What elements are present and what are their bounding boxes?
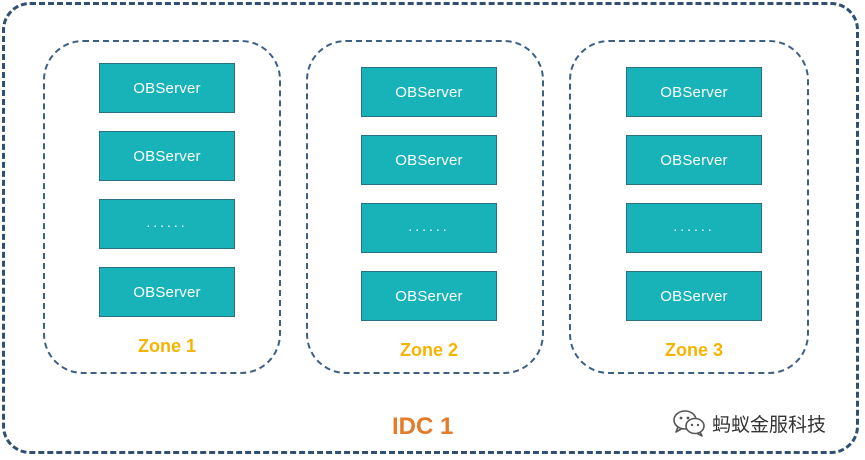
zone-1-server-1: OBServer: [99, 63, 235, 113]
zone-1-server-ellipsis: ......: [99, 199, 235, 249]
zone-1-server-2: OBServer: [99, 131, 235, 181]
zone-2-server-2: OBServer: [361, 135, 497, 185]
zone-3-server-2: OBServer: [626, 135, 762, 185]
zone-3-server-3: OBServer: [626, 271, 762, 321]
zone-1-container: [43, 40, 281, 374]
brand-text: 蚂蚁金服科技: [712, 413, 827, 436]
wechat-icon: [673, 410, 705, 437]
zone-2-label: Zone 2: [399, 340, 458, 360]
zone-3-container: [569, 40, 809, 374]
zone-2-server-ellipsis: ......: [361, 203, 497, 253]
brand-watermark: 蚂蚁金服科技: [672, 408, 826, 438]
zone-3-label: Zone 3: [664, 340, 723, 360]
zone-1-server-3: OBServer: [99, 267, 235, 317]
zone-3-server-1: OBServer: [626, 67, 762, 117]
idc-label: IDC 1: [392, 413, 454, 440]
idc-container: [2, 2, 859, 454]
zone-2-container: [306, 40, 544, 374]
zone-2-server-1: OBServer: [361, 67, 497, 117]
zone-3-server-ellipsis: ......: [626, 203, 762, 253]
zone-1-label: Zone 1: [137, 336, 196, 356]
zone-2-server-3: OBServer: [361, 271, 497, 321]
